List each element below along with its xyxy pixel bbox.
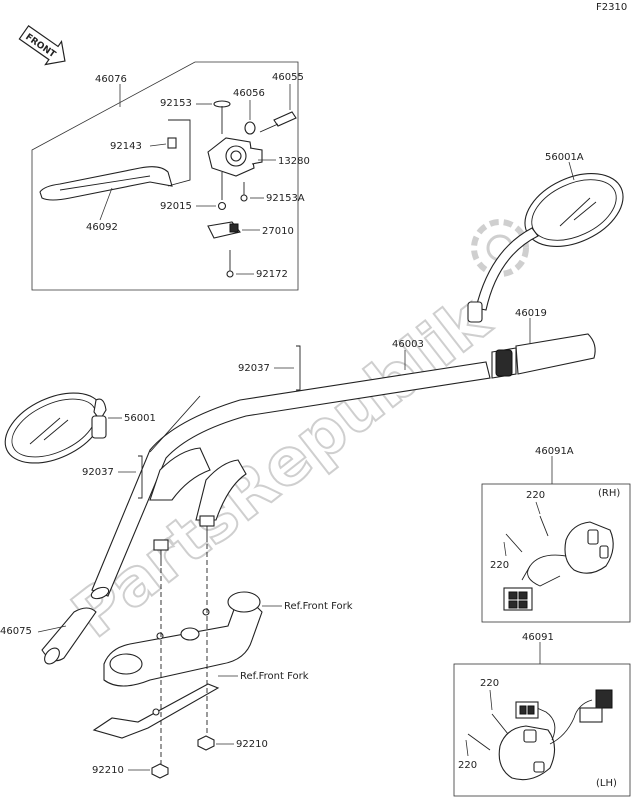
- rh-switch-group: 46091A (RH): [481, 446, 631, 623]
- label-46055: 46055: [272, 72, 304, 83]
- triple-clamp: [103, 591, 263, 687]
- bolt-92153: [213, 100, 231, 134]
- washer-46056: [244, 121, 256, 135]
- label-27010: 27010: [262, 226, 294, 237]
- label-46076: 46076: [95, 74, 127, 85]
- lh-switch-frame: [453, 663, 631, 797]
- assembly-frame: [31, 61, 299, 291]
- rh-switch-frame: [481, 483, 631, 623]
- label-92172: 92172: [256, 269, 288, 280]
- label-220-lh-bottom: 220: [458, 760, 477, 771]
- front-arrow-icon: FRONT: [18, 24, 66, 66]
- lh-side-label: (LH): [596, 778, 617, 789]
- label-46075: 46075: [0, 626, 32, 637]
- label-46091: 46091: [522, 632, 554, 643]
- clutch-assembly-group: 46076 46092 92143 13280 92153 46056: [31, 61, 310, 291]
- label-220-lh-top: 220: [480, 678, 499, 689]
- clutch-switch-27010: [207, 221, 241, 239]
- label-220-rh-top: 220: [526, 490, 545, 501]
- clamp-92037-top: [296, 345, 301, 391]
- label-13280: 13280: [278, 156, 310, 167]
- lever-pin: [167, 137, 177, 149]
- assembly-guides: [160, 544, 208, 764]
- label-92037-top: 92037: [238, 363, 270, 374]
- rh-side-label: (RH): [598, 488, 620, 499]
- clamp-92037-left: [138, 455, 143, 499]
- lever-bracket: [207, 137, 263, 177]
- handlebar-46003: [90, 361, 491, 600]
- label-46056: 46056: [233, 88, 265, 99]
- label-92210-left: 92210: [92, 765, 124, 776]
- nut-92210-right: [197, 735, 215, 751]
- label-92015: 92015: [160, 201, 192, 212]
- label-92143: 92143: [110, 141, 142, 152]
- watermark-text: PartsRepublik: [59, 283, 504, 653]
- label-46003: 46003: [392, 339, 424, 350]
- label-92153A: 92153A: [266, 193, 305, 204]
- screw-92153A: [240, 182, 248, 202]
- lower-bracket-plate: [92, 683, 220, 739]
- label-56001A: 56001A: [545, 152, 584, 163]
- label-46091A: 46091A: [535, 446, 574, 457]
- grip-left-46075: [41, 607, 97, 665]
- clutch-lever: [39, 166, 173, 201]
- ref-front-fork-1: Ref.Front Fork: [284, 601, 353, 612]
- watermark: PartsRepublik: [58, 282, 505, 654]
- figure-id: F2310: [596, 2, 627, 13]
- mirror-right-56001A: [467, 173, 624, 323]
- label-92037-left: 92037: [82, 467, 114, 478]
- lh-switch-group: 46091 (LH): [453, 632, 631, 797]
- ref-front-fork-2: Ref.Front Fork: [240, 671, 309, 682]
- label-92210-right: 92210: [236, 739, 268, 750]
- nut-92210-left: [151, 763, 169, 779]
- grip-right-46019: [491, 333, 596, 379]
- label-92153: 92153: [160, 98, 192, 109]
- nut-92015: [217, 201, 227, 211]
- handlebar-risers: [149, 447, 247, 566]
- label-220-rh-bottom: 220: [490, 560, 509, 571]
- bolt-46055: [259, 111, 297, 133]
- screw-92172: [226, 250, 234, 278]
- label-46019: 46019: [515, 308, 547, 319]
- mirror-left-56001: [4, 392, 107, 464]
- label-56001: 56001: [124, 413, 156, 424]
- label-46092: 46092: [86, 222, 118, 233]
